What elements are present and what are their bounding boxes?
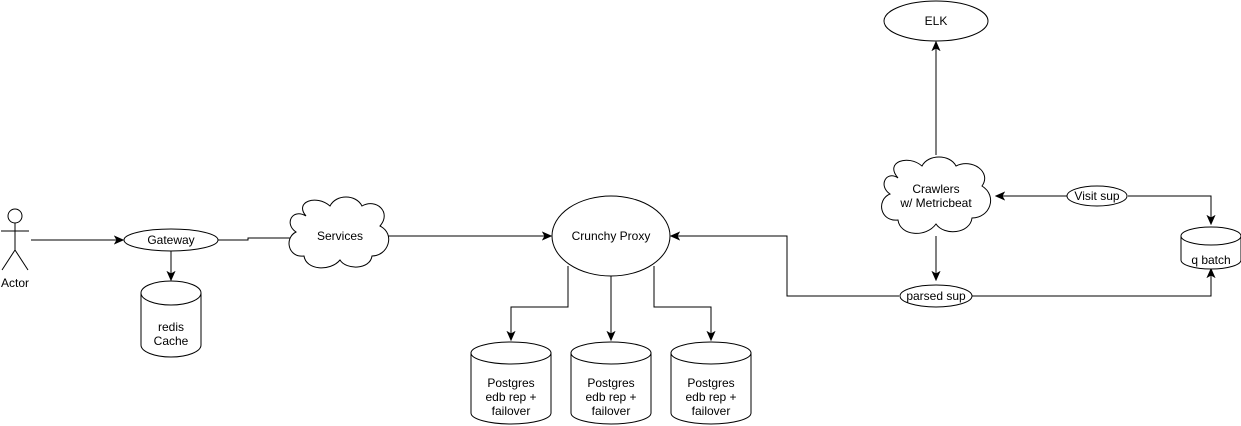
edge-crunchy-postgres-1	[511, 266, 569, 340]
postgres-1-line2: edb rep +	[485, 390, 536, 404]
visit-sup-node: Visit sup	[1066, 185, 1128, 207]
crawlers-cloud-shape	[881, 156, 992, 234]
services-cloud-node: Services	[288, 196, 390, 269]
crawlers-label-line2: w/ Metricbeat	[899, 196, 972, 210]
actor-label: Actor	[1, 276, 29, 290]
postgres-1-line3: failover	[492, 404, 531, 418]
elk-node: ELK	[883, 0, 989, 42]
gateway-node: Gateway	[123, 228, 219, 252]
postgres-cylinder-1	[470, 353, 552, 425]
postgres-1-line1: Postgres	[487, 376, 534, 390]
crunchy-proxy-label: Crunchy Proxy	[572, 229, 651, 243]
crawlers-label-line1: Crawlers	[912, 182, 959, 196]
parsed-sup-label: parsed sup	[906, 289, 966, 303]
edge-gateway-services	[218, 238, 302, 240]
postgres-cylinder-3	[670, 353, 752, 425]
edge-parsedsup-qbatch	[972, 269, 1211, 297]
postgres-2-line3: failover	[592, 404, 631, 418]
postgres-2-line2: edb rep +	[585, 390, 636, 404]
edge-visitsup-qbatch	[1128, 195, 1211, 224]
postgres-3-line3: failover	[692, 404, 731, 418]
postgres-node-3: Postgres edb rep + failover	[670, 341, 752, 425]
postgres-3-line1: Postgres	[687, 376, 734, 390]
gateway-label: Gateway	[147, 233, 194, 247]
postgres-3-line2: edb rep +	[685, 390, 736, 404]
redis-label-line2: Cache	[154, 334, 189, 348]
actor-node: Actor	[1, 208, 29, 290]
crawlers-cloud-node: Crawlers w/ Metricbeat	[881, 156, 992, 234]
postgres-node-2: Postgres edb rep + failover	[570, 341, 652, 425]
parsed-sup-node: parsed sup	[899, 284, 973, 308]
q-batch-label: q batch	[1191, 253, 1230, 267]
postgres-2-line1: Postgres	[587, 376, 634, 390]
edges	[31, 42, 1211, 340]
q-batch-node: q batch	[1180, 226, 1241, 270]
edge-crunchy-postgres-3	[653, 266, 711, 340]
postgres-node-1: Postgres edb rep + failover	[470, 341, 552, 425]
redis-cylinder	[140, 293, 202, 358]
postgres-cylinder-2	[570, 353, 652, 425]
crunchy-proxy-node: Crunchy Proxy	[551, 195, 671, 277]
services-cloud-shape	[288, 196, 390, 269]
services-label: Services	[317, 229, 363, 243]
visit-sup-label: Visit sup	[1074, 189, 1119, 203]
edge-parsedsup-crunchy	[671, 236, 899, 297]
redis-label-line1: redis	[158, 320, 184, 334]
stick-figure-icon	[1, 208, 29, 271]
redis-cache-node: redis Cache	[140, 280, 202, 358]
elk-label: ELK	[925, 14, 948, 28]
